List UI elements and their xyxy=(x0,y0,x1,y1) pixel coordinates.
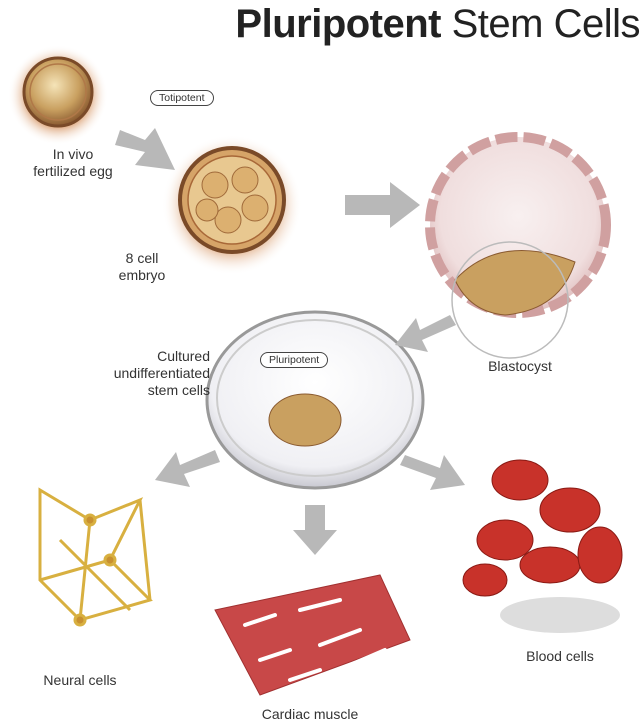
process-arrows xyxy=(115,128,465,555)
embryo-label: 8 cell embryo xyxy=(112,250,172,284)
egg-label-line2: fertilized egg xyxy=(33,163,113,179)
arrow-dish-to-neural xyxy=(155,450,220,487)
diagram-title: Pluripotent Stem Cells xyxy=(0,2,640,47)
arrow-egg-to-embryo xyxy=(115,128,175,170)
embryo-label-line1: 8 cell xyxy=(125,250,159,266)
arrow-dish-to-blood xyxy=(400,455,465,490)
fertilized-egg-illustration xyxy=(8,45,108,145)
cardiac-muscle-illustration xyxy=(214,574,411,696)
egg-label: In vivo fertilized egg xyxy=(18,146,128,180)
neural-cells-illustration xyxy=(38,487,153,627)
blood-label: Blood cells xyxy=(526,648,594,664)
arrow-blastocyst-to-dish xyxy=(395,315,456,352)
petri-dish-illustration xyxy=(205,310,425,490)
title-bold: Pluripotent xyxy=(235,2,441,46)
arrow-dish-to-cardiac xyxy=(293,505,337,555)
cultured-label-line3: stem cells xyxy=(147,382,210,398)
blood-cells-illustration xyxy=(462,459,623,633)
egg-label-line1: In vivo xyxy=(52,146,94,162)
cardiac-label: Cardiac muscle xyxy=(261,706,359,722)
blastocyst-illustration xyxy=(425,132,611,359)
blastocyst-label: Blastocyst xyxy=(488,358,552,374)
embryo-label-line2: embryo xyxy=(118,267,166,283)
cultured-label-line1: Cultured xyxy=(157,348,210,364)
cultured-label: Cultured undifferentiated stem cells xyxy=(80,348,210,399)
arrow-embryo-to-blastocyst xyxy=(345,182,420,228)
title-regular: Stem Cells xyxy=(441,2,640,46)
totipotent-badge: Totipotent xyxy=(150,90,214,106)
cultured-label-line2: undifferentiated xyxy=(113,365,210,381)
pluripotent-badge: Pluripotent xyxy=(260,352,329,368)
neural-label: Neural cells xyxy=(43,672,117,688)
embryo-illustration xyxy=(162,135,302,275)
